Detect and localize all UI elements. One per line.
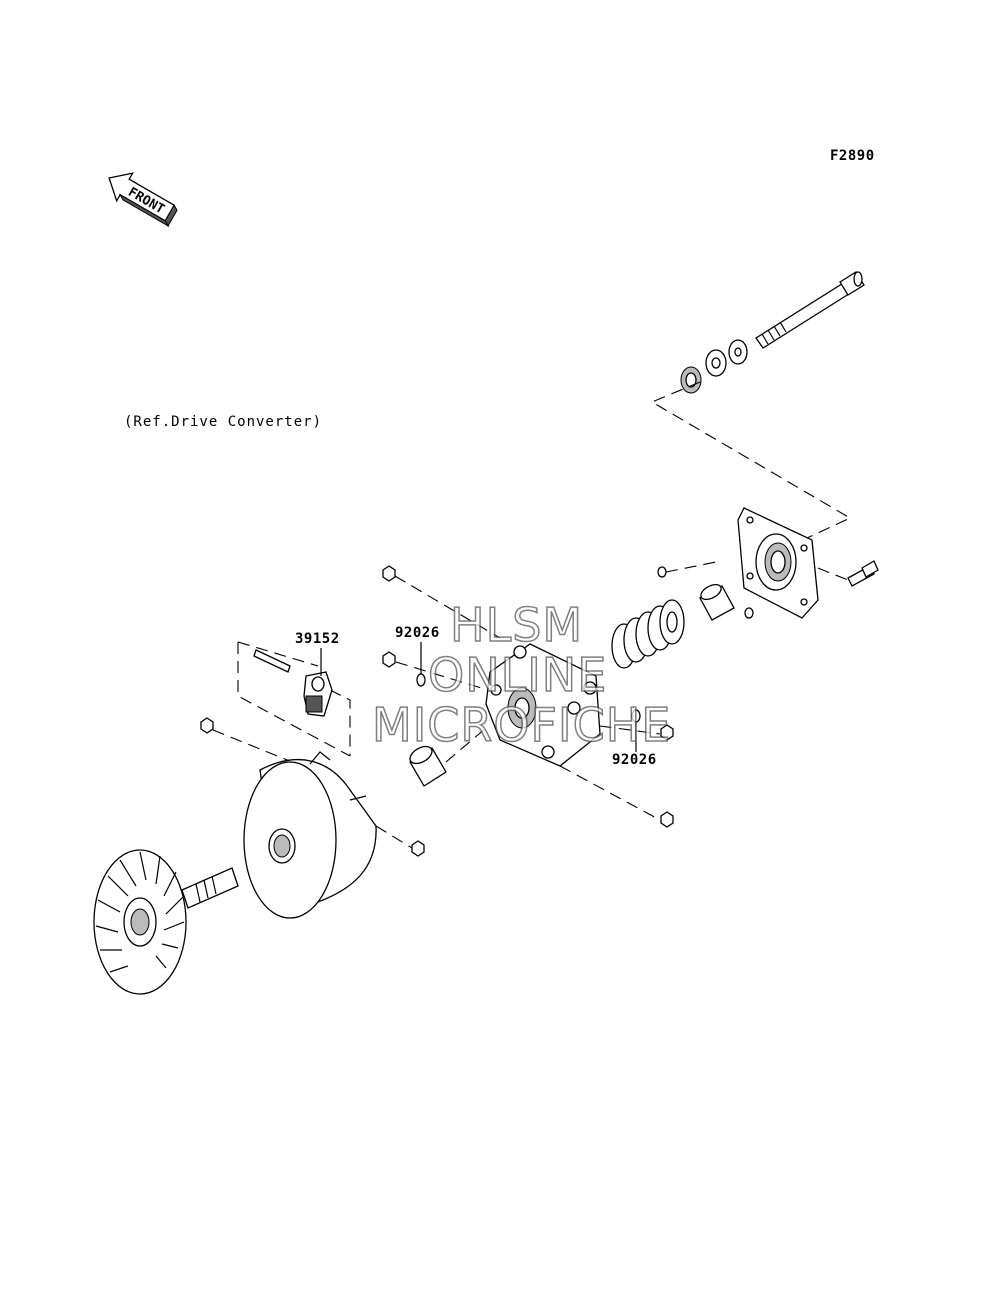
- nut: [660, 811, 674, 828]
- nut: [660, 724, 674, 741]
- figure-id: F2890: [830, 148, 875, 164]
- part-label-39152[interactable]: 39152: [295, 631, 340, 647]
- washer-large: [728, 339, 748, 365]
- cover-plate: [737, 507, 819, 619]
- movable-sheave: [243, 751, 377, 919]
- nut: [200, 717, 214, 734]
- bushing: [409, 745, 447, 787]
- spacer-upper: [416, 673, 426, 687]
- part-label-92026-upper[interactable]: 92026: [395, 625, 440, 641]
- bearing: [680, 366, 702, 394]
- fixed-sheave: [93, 849, 239, 995]
- front-arrow-icon: FRONT: [108, 172, 178, 228]
- reference-note: (Ref.Drive Converter): [124, 414, 323, 430]
- nut: [382, 651, 396, 668]
- spacer-small: [657, 566, 667, 578]
- spider-hub: [485, 643, 601, 767]
- spacer-small: [744, 607, 754, 619]
- part-label-92026-lower[interactable]: 92026: [612, 752, 657, 768]
- weight-arm: [303, 671, 333, 717]
- shaft-bolt: [755, 271, 865, 349]
- pivot-pin: [253, 649, 291, 673]
- nut: [411, 840, 425, 857]
- washer-medium: [705, 349, 727, 377]
- cover-bolt: [847, 560, 879, 587]
- watermark-line1: HLSM: [449, 597, 584, 653]
- bushing: [699, 583, 735, 621]
- spring: [611, 599, 685, 669]
- watermark-line3: MICROFICHE: [371, 697, 672, 753]
- watermark-line2: ONLINE: [427, 647, 608, 703]
- nut: [382, 565, 396, 582]
